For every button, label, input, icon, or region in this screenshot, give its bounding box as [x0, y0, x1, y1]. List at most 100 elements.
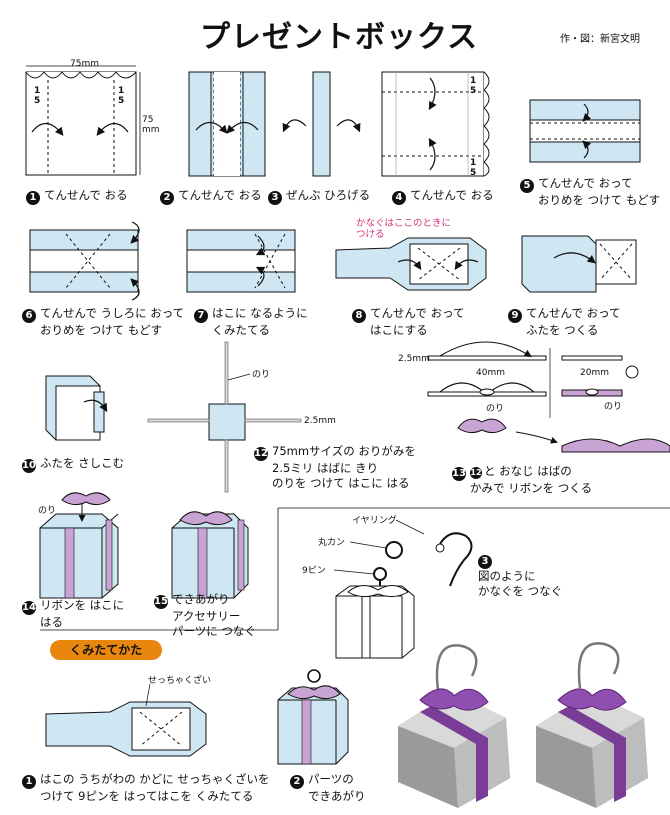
- section-divider: [40, 507, 670, 631]
- step-ref-number: 12: [470, 467, 482, 479]
- step-number: 10: [22, 459, 36, 473]
- fraction-den: 5: [470, 86, 477, 96]
- step5-caption: 5 てんせんで おっておりめを つけて もどす: [520, 176, 660, 208]
- step-text: おりめを つけて もどす: [538, 193, 661, 207]
- step-text: ふたを さしこむ: [40, 456, 125, 470]
- step2-caption: 2 てんせんで おる: [160, 188, 262, 205]
- step-number: 9: [508, 309, 522, 323]
- step8-caption: 8 てんせんで おってはこにする: [352, 306, 465, 338]
- step-text: パーツに つなぐ: [172, 624, 256, 638]
- step-text: 図のように: [478, 569, 536, 583]
- step13-diagram: [427, 341, 670, 453]
- step-text: 75mmサイズの おりがみを: [272, 444, 416, 458]
- dim-2-5mm-13: 2.5mm: [398, 354, 430, 364]
- fraction-den: 5: [118, 96, 125, 106]
- marukan-label: 丸カン: [318, 538, 346, 548]
- step-text: と おなじ はばの: [484, 464, 572, 478]
- dim-40mm: 40mm: [476, 368, 505, 378]
- nori-label-13b: のり: [604, 402, 623, 412]
- adhesive-label: せっちゃくざい: [148, 676, 212, 686]
- step-text: できあがり: [172, 592, 230, 606]
- step-number: 2: [290, 775, 304, 789]
- nori-label-13a: のり: [486, 404, 505, 414]
- step-number: 4: [392, 191, 406, 205]
- step-text: ぜんぶ ひろげる: [286, 188, 371, 202]
- step-text: てんせんで うしろに おって: [40, 306, 185, 320]
- step-number: 3: [268, 191, 282, 205]
- earring-photo: [398, 642, 648, 808]
- step-text: はる: [40, 615, 63, 629]
- step-number: 8: [352, 309, 366, 323]
- step-text: てんせんで おって: [370, 306, 465, 320]
- step-text: のりを つけて はこに はる: [272, 476, 410, 490]
- fraction-num: 1: [118, 86, 125, 96]
- step3-caption: 3 ぜんぶ ひろげる: [268, 188, 370, 205]
- step10-diagram: [45, 375, 108, 441]
- nori-label-12: のり: [252, 370, 271, 380]
- step6-diagram: [29, 221, 140, 301]
- credit-text: 作・図：新宮文明: [560, 34, 640, 45]
- step-text: てんせんで おって: [526, 306, 621, 320]
- step12-diagram: [147, 341, 302, 493]
- fraction-den: 5: [34, 96, 41, 106]
- step-text: つけて 9ピンを はってはこを くみたてる: [40, 789, 254, 803]
- step7-diagram: [186, 229, 296, 293]
- step-number: 1: [22, 775, 36, 789]
- step-text: できあがり: [308, 789, 366, 803]
- note-text: つける: [356, 229, 385, 240]
- step9-diagram: [521, 235, 637, 293]
- step-number: 1: [26, 191, 40, 205]
- assembly2-diagram: [277, 669, 349, 765]
- step4-diagram: [381, 71, 490, 177]
- step8-diagram: [335, 237, 487, 291]
- dim-75mm-width: 75mm: [70, 59, 99, 69]
- assembly1-caption: 1 はこの うちがわの かどに せっちゃくざいをつけて 9ピンを はってはこを く…: [22, 772, 269, 804]
- step14-diagram: [39, 492, 119, 599]
- dim-2-5mm-12: 2.5mm: [304, 416, 336, 426]
- step6-caption: 6 てんせんで うしろに おっておりめを つけて もどす: [22, 306, 184, 338]
- assembly-section-banner: くみたてかた: [50, 640, 162, 660]
- step-text: かみで リボンを つくる: [470, 481, 593, 495]
- ninepin-label: 9ピン: [302, 566, 326, 576]
- step-number: 12: [254, 447, 268, 461]
- step-number: 5: [520, 179, 534, 193]
- step-number: 3: [478, 555, 492, 569]
- nori-label-14: のり: [38, 506, 57, 516]
- dim-20mm: 20mm: [580, 368, 609, 378]
- step-text: 2.5ミリ はばに きり: [272, 461, 379, 475]
- assembly1-diagram: [45, 683, 207, 757]
- step-text: てんせんで おる: [178, 188, 262, 202]
- step-text: はこにする: [370, 323, 428, 337]
- step-text: くみたてる: [212, 323, 270, 337]
- hardware-note: かなぐはここのときにつける: [356, 218, 451, 240]
- fraction-den: 5: [470, 168, 477, 178]
- step-text: かなぐを つなぐ: [478, 584, 563, 598]
- step-number: 6: [22, 309, 36, 323]
- step-text: てんせんで おって: [538, 176, 633, 190]
- assembly2-caption: 2 パーツのできあがり: [290, 772, 366, 804]
- step2-diagram: [188, 71, 266, 177]
- step-number: 2: [160, 191, 174, 205]
- page-title: プレゼントボックス: [200, 20, 479, 55]
- step5-diagram: [529, 99, 641, 163]
- step10-caption: 10 ふたを さしこむ: [22, 456, 124, 473]
- step3b-diagram: [333, 519, 473, 659]
- step-text: はこの うちがわの かどに せっちゃくざいを: [40, 772, 270, 786]
- step15-diagram: [171, 511, 249, 599]
- step-text: おりめを つけて もどす: [40, 323, 163, 337]
- step-number: 13: [452, 467, 466, 481]
- step-text: てんせんで おる: [410, 188, 494, 202]
- step-text: パーツの: [308, 772, 354, 786]
